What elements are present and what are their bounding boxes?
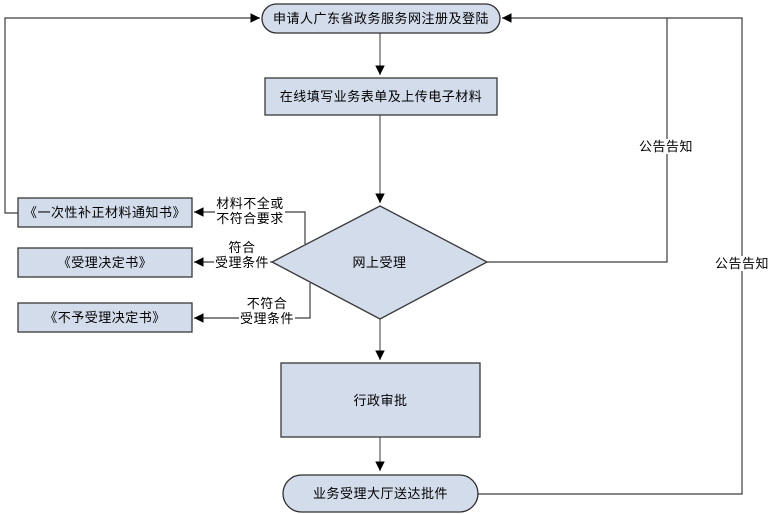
node-form-shape: [264, 77, 498, 116]
node-accept-label: 《受理决定书》: [57, 255, 153, 270]
node-decision-shape: [270, 205, 489, 320]
node-notice-shape: [17, 197, 193, 228]
node-reject-shape: [17, 302, 193, 333]
node-start-shape: [261, 3, 501, 34]
node-start-label: 申请人广东省政务服务网注册及登陆: [272, 11, 489, 26]
edge-label-notify-outer: 公告告知: [713, 256, 769, 271]
edge-label-meet-conditions: 符合 受理条件: [213, 240, 270, 270]
edge-decision-notify-loop: [487, 18, 668, 263]
node-notice-label: 《一次性补正材料通知书》: [23, 205, 186, 220]
node-delivery-shape: [282, 474, 479, 513]
edge-label-not-meet-conditions: 不符合 受理条件: [238, 296, 295, 326]
node-approval-label: 行政审批: [353, 392, 408, 408]
edge-decision-to-reject: [194, 283, 311, 323]
edge-label-notify-inner: 公告告知: [637, 139, 694, 154]
node-accept-shape: [17, 247, 193, 278]
edge-label-materials-incomplete: 材料不全或 不符合要求: [215, 196, 285, 226]
node-approval-shape: [280, 362, 481, 438]
node-delivery-label: 业务受理大厅送达批件: [312, 486, 448, 501]
node-reject-label: 《不予受理决定书》: [44, 310, 166, 325]
node-decision-label: 网上受理: [352, 255, 407, 270]
edge-delivery-notify-loop: [478, 13, 743, 495]
node-form-label: 在线填写业务表单及上传电子材料: [279, 89, 483, 104]
edge-notice-back-to-start: [4, 13, 260, 214]
